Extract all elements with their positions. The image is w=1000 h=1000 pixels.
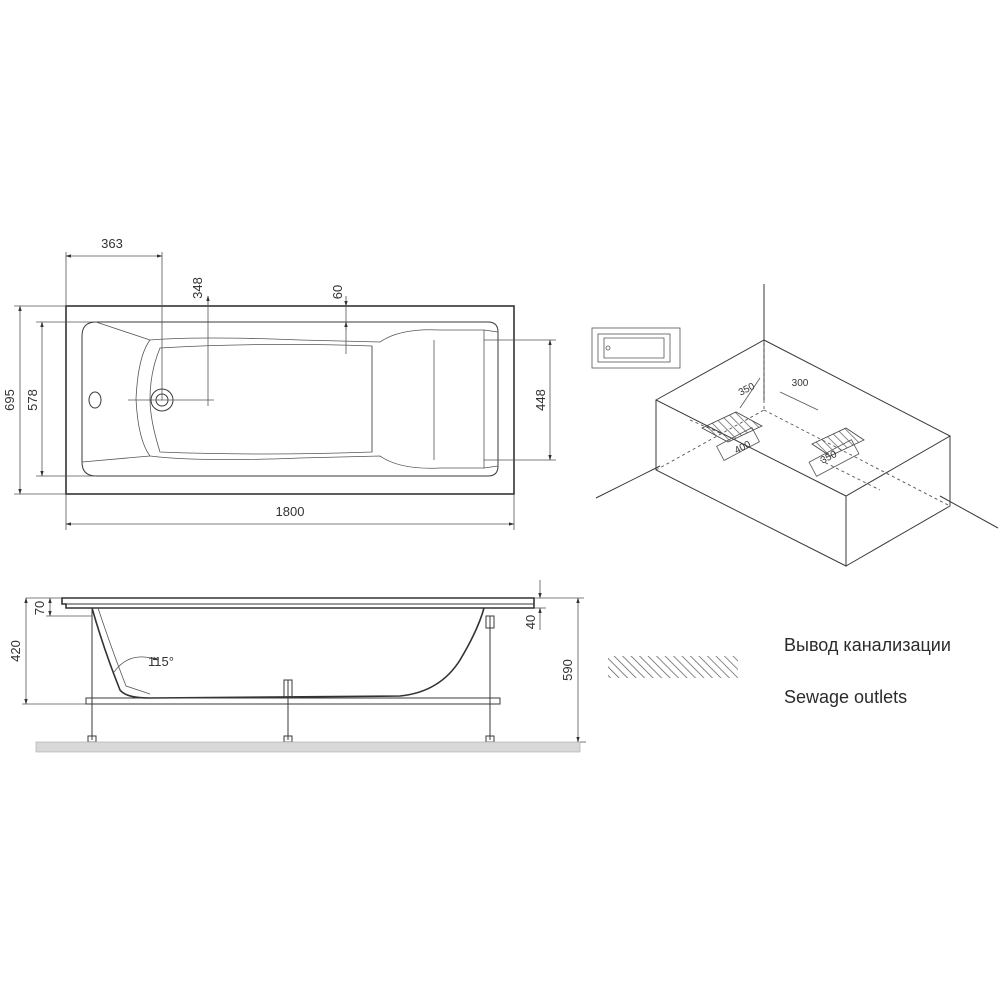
legend-label-en: Sewage outlets <box>784 687 907 707</box>
iso-box-right <box>845 436 951 567</box>
tub-backrest-slope <box>81 321 499 469</box>
sewage-outlet-2 <box>811 427 865 457</box>
legend-hatch-swatch <box>608 656 738 678</box>
dim-label-70: 70 <box>32 601 47 615</box>
top-view: 363 348 60 695 578 448 1800 <box>2 236 556 530</box>
backrest-angle-label: 115° <box>148 654 174 669</box>
side-leg-bracket <box>485 615 495 629</box>
iso-box-top <box>654 339 952 497</box>
iso-outlet-leader-2 <box>819 459 881 491</box>
side-view: 115° 70 420 40 590 <box>8 580 586 753</box>
dim-label-60: 60 <box>330 285 345 299</box>
dim-label-348: 348 <box>190 277 205 299</box>
iso-hidden-right <box>763 409 951 507</box>
dim-label-590: 590 <box>560 659 575 681</box>
tub-floor-contour <box>149 344 373 455</box>
dim-label-420: 420 <box>8 640 23 662</box>
iso-dim-label-300: 300 <box>792 378 809 389</box>
floor <box>35 741 581 753</box>
iso-dim-label-400: 400 <box>733 439 753 457</box>
iso-dim-350-line <box>739 377 761 409</box>
side-rim <box>61 597 535 609</box>
legend-label-ru: Вывод канализации <box>784 635 951 655</box>
backrest-angle-arc <box>113 656 159 673</box>
side-basin-inner <box>97 607 151 695</box>
iso-dim-300-line <box>779 391 819 411</box>
iso-box-left <box>655 400 847 567</box>
sewage-outlet-2-box <box>808 439 860 477</box>
dim-label-695: 695 <box>2 389 17 411</box>
legend: Вывод канализации Sewage outlets <box>608 635 951 707</box>
dim-label-40: 40 <box>523 615 538 629</box>
tub-basin-outline <box>81 321 499 477</box>
side-drain-pipe <box>283 679 293 699</box>
tub-basin-inner-outline <box>135 329 485 469</box>
iso-dim-label-350: 350 <box>737 381 757 399</box>
sewage-outlet-1 <box>701 411 763 443</box>
wall-floor-right <box>939 495 999 529</box>
overflow-hole <box>88 391 102 409</box>
dim-label-1800: 1800 <box>276 504 305 519</box>
side-frame-bar <box>85 697 501 705</box>
dim-label-578: 578 <box>25 389 40 411</box>
wall-floor-left <box>595 465 661 499</box>
dim-label-448: 448 <box>533 389 548 411</box>
thumbnail-top-view <box>591 327 681 369</box>
sewage-outlet-1-box <box>716 427 760 461</box>
isometric-view: 350 300 400 350 <box>595 284 999 567</box>
tub-rim-outline <box>65 305 515 495</box>
dim-label-363: 363 <box>101 236 123 251</box>
